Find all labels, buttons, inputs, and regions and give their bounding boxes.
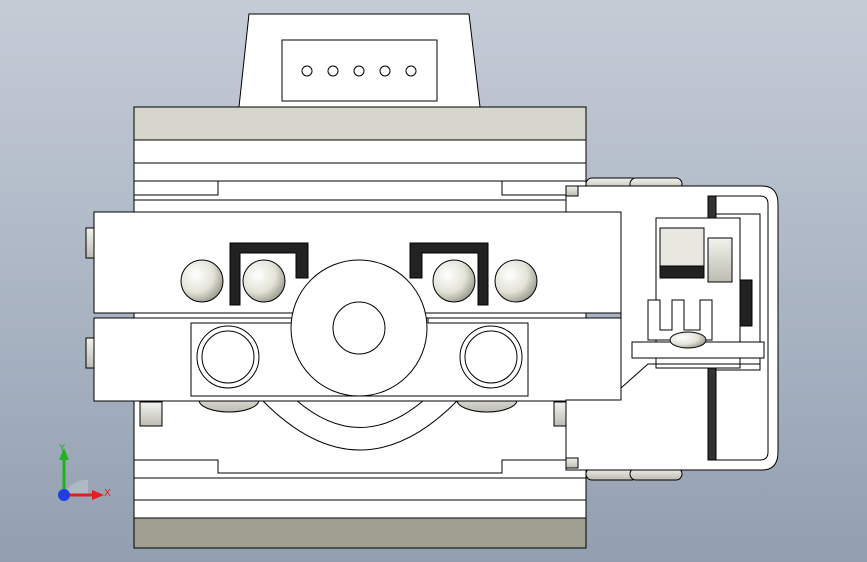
z-axis-dot [58, 489, 70, 501]
central-hub [332, 301, 386, 355]
coordinate-triad: Y X [40, 438, 120, 518]
connector-pin [405, 65, 417, 77]
connector-pin [379, 65, 391, 77]
connector-pin [353, 65, 365, 77]
coordinate-triad-icon [58, 448, 104, 501]
lower-arc [261, 399, 459, 451]
sensor-lever [707, 237, 733, 283]
base-band [133, 517, 587, 549]
top-shadow-band [133, 106, 587, 141]
connector-pin [301, 65, 313, 77]
upper-slot [134, 180, 586, 196]
x-axis-label: X [104, 488, 111, 499]
y-axis-label: Y [59, 443, 66, 454]
bearing-ball [494, 259, 538, 303]
standoff-pin [139, 401, 163, 427]
connector-pin [327, 65, 339, 77]
right-groove [409, 242, 489, 306]
left-groove [229, 242, 309, 306]
bearing-ball [432, 259, 476, 303]
bearing-ball [242, 259, 286, 303]
lower-slot [134, 459, 586, 474]
connector-pins [301, 65, 417, 77]
bearing-ball [180, 259, 224, 303]
